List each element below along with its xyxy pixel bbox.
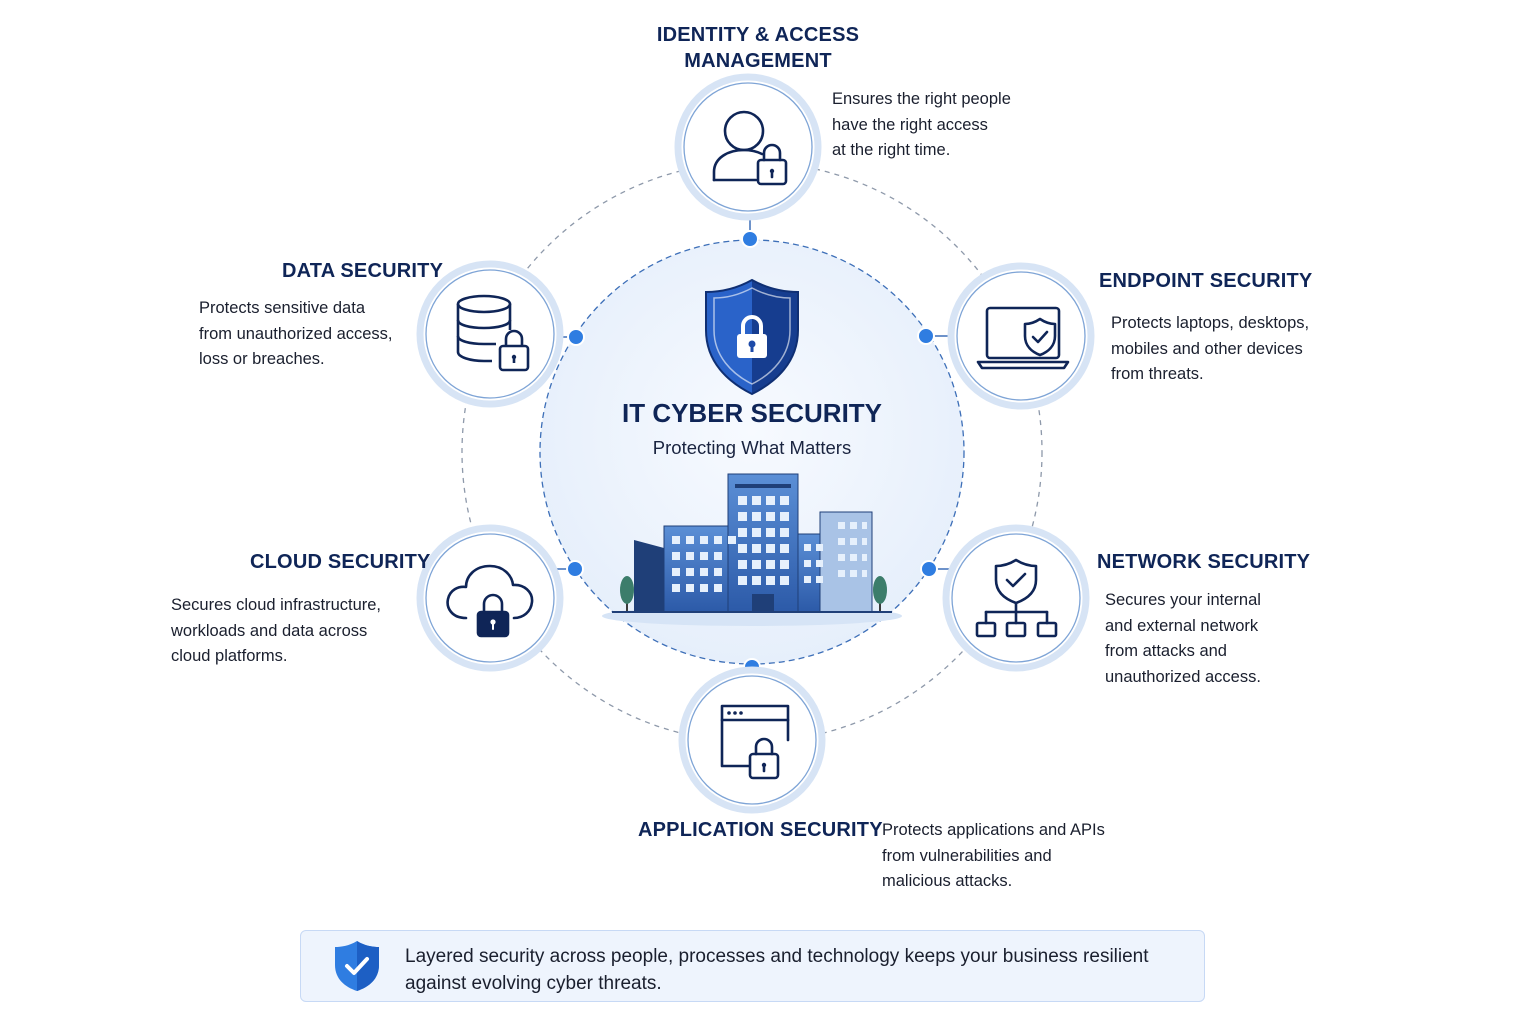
pillar-title-iam-line-2: MANAGEMENT: [684, 50, 832, 72]
cloud-lock-icon: [446, 564, 534, 638]
center-title: IT CYBER SECURITY: [621, 398, 883, 428]
pillar-desc-iam: Ensures the right people have the right …: [832, 90, 1011, 159]
node-dot-network: [920, 560, 938, 578]
footer-text: Layered security across people, processe…: [405, 946, 1149, 994]
pillar-desc-application: Protects applications and APIs from vuln…: [882, 821, 1105, 890]
pillar-desc-endpoint: Protects laptops, desktops, mobiles and …: [1111, 314, 1310, 383]
pillar-desc-data: Protects sensitive data from unauthorize…: [199, 299, 393, 368]
database-lock-icon: [456, 294, 530, 372]
browser-lock-icon: [720, 704, 790, 780]
pillar-title-endpoint: ENDPOINT SECURITY: [1099, 270, 1313, 292]
pillar-title-data: DATA SECURITY: [282, 260, 444, 282]
pillar-title-network: NETWORK SECURITY: [1097, 551, 1311, 573]
node-dot-data: [567, 328, 585, 346]
laptop-shield-icon: [976, 306, 1070, 370]
pillar-title-cloud: CLOUD SECURITY: [250, 551, 431, 573]
network-shield-icon: [975, 558, 1058, 638]
pillar-title-iam-line-1: IDENTITY & ACCESS: [656, 24, 860, 46]
center-subtitle: Protecting What Matters: [652, 437, 852, 458]
footer-banner: Layered security across people, processe…: [300, 930, 1205, 1002]
pillar-desc-cloud: Secures cloud infrastructure, workloads …: [171, 596, 382, 665]
city-buildings-illustration: [602, 473, 902, 626]
user-lock-icon: [712, 110, 788, 186]
outer-dashed-ring: [461, 161, 1043, 743]
pillar-title-application: APPLICATION SECURITY: [638, 819, 883, 841]
node-dot-endpoint: [917, 327, 935, 345]
pillar-title-iam: IDENTITY & ACCESS MANAGEMENT: [600, 22, 916, 74]
shield-check-icon: [335, 941, 379, 991]
pillar-desc-network: Secures your internal and external netwo…: [1105, 591, 1261, 686]
center-shield-icon: [705, 278, 799, 396]
node-dot-iam: [741, 230, 759, 248]
node-dot-cloud: [566, 560, 584, 578]
